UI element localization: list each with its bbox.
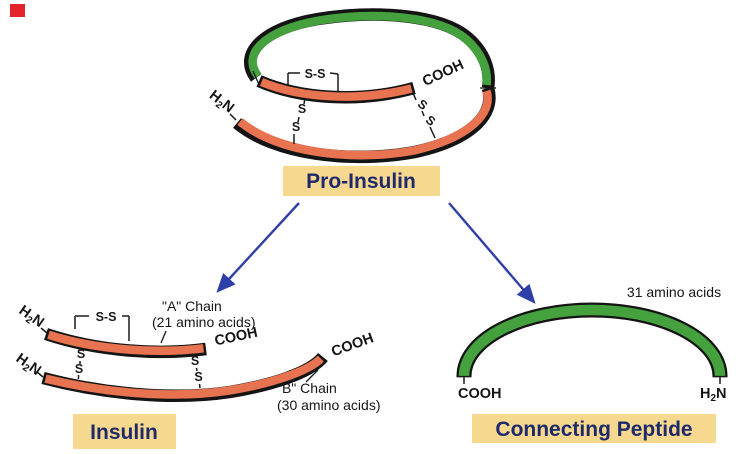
disulfide-bond-right: S S xyxy=(412,92,438,139)
svg-text:H2N: H2N xyxy=(12,351,44,381)
pro-insulin-structure: S-S S S S S H2N COOH Pro-Insulin xyxy=(205,8,496,196)
pro-insulin-h2n-label: H2N xyxy=(205,87,237,121)
sulfur-label: S xyxy=(423,113,438,129)
disulfide-label: S-S xyxy=(96,310,117,324)
insulin-a-chain-band xyxy=(47,330,205,355)
pro-insulin-cooh-label: COOH xyxy=(420,57,466,90)
pro-insulin-label-box xyxy=(283,166,440,196)
h2n-text: H xyxy=(700,386,710,402)
insulin-b-h2n-label: H2N xyxy=(12,351,44,381)
insulin-b-chain-band xyxy=(44,355,324,399)
c-peptide-arch-band xyxy=(458,304,726,377)
cleavage-arrow-right xyxy=(448,202,536,304)
b-chain-annotation: "B" Chain (30 amino acids) xyxy=(277,369,381,413)
sulfur-label: S xyxy=(292,120,300,134)
disulfide-bond-left: S S xyxy=(292,97,306,144)
h2n-sub: 2 xyxy=(20,362,31,374)
disulfide-label: S-S xyxy=(305,67,326,81)
c-peptide-arch-outline xyxy=(456,302,728,377)
svg-text:H2N: H2N xyxy=(205,87,237,118)
connecting-peptide-label: Connecting Peptide xyxy=(495,418,692,441)
pro-insulin-a-chain-band xyxy=(259,78,413,101)
insulin-b-cooh-label: COOH xyxy=(329,330,375,360)
cleavage-arrow-left xyxy=(216,202,300,293)
insulin-a-h2n-label: H2N xyxy=(16,303,48,334)
a-chain-count: (21 amino acids) xyxy=(152,314,256,330)
c-peptide-cooh-label: COOH xyxy=(458,386,502,402)
sulfur-label: S xyxy=(194,370,202,384)
a-chain-annotation: "A" Chain (21 amino acids) xyxy=(152,298,256,344)
junction-divider-left xyxy=(252,70,261,88)
h2n-text: N xyxy=(716,386,726,402)
c-peptide-h2n-label: H2N xyxy=(700,386,727,404)
connecting-peptide-label-box xyxy=(472,414,716,443)
h2n-sub: 2 xyxy=(23,314,34,326)
sulfur-label: S xyxy=(191,354,199,368)
b-chain-count: (30 amino acids) xyxy=(277,397,381,413)
pro-insulin-label: Pro-Insulin xyxy=(306,170,416,193)
insulin-disulfide-right: S S xyxy=(191,353,203,389)
h2n-sub: 2 xyxy=(213,99,225,111)
b-chain-name: "B" Chain xyxy=(277,380,337,396)
insulin-structure: S-S S S S S H2N H2N COOH COOH xyxy=(12,298,381,449)
sulfur-label: S xyxy=(415,97,430,113)
disulfide-bracket: S-S xyxy=(287,67,339,92)
c-peptide-count: 31 amino acids xyxy=(627,284,721,300)
connecting-peptide-structure: 31 amino acids COOH H2N Connecting Pepti… xyxy=(456,284,728,443)
corner-marker xyxy=(10,4,25,17)
insulin-label: Insulin xyxy=(90,421,158,444)
h2n-sub: 2 xyxy=(710,393,716,404)
sulfur-label: S xyxy=(298,102,306,116)
a-chain-name: "A" Chain xyxy=(162,298,222,314)
insulin-disulfide-bracket: S-S xyxy=(74,310,130,341)
pro-insulin-b-chain-band xyxy=(237,89,492,160)
pro-insulin-c-peptide-band xyxy=(248,11,492,86)
insulin-label-box xyxy=(73,414,176,449)
sulfur-label: S xyxy=(75,362,83,376)
insulin-disulfide-left: S S xyxy=(75,347,85,379)
sulfur-label: S xyxy=(77,347,85,361)
